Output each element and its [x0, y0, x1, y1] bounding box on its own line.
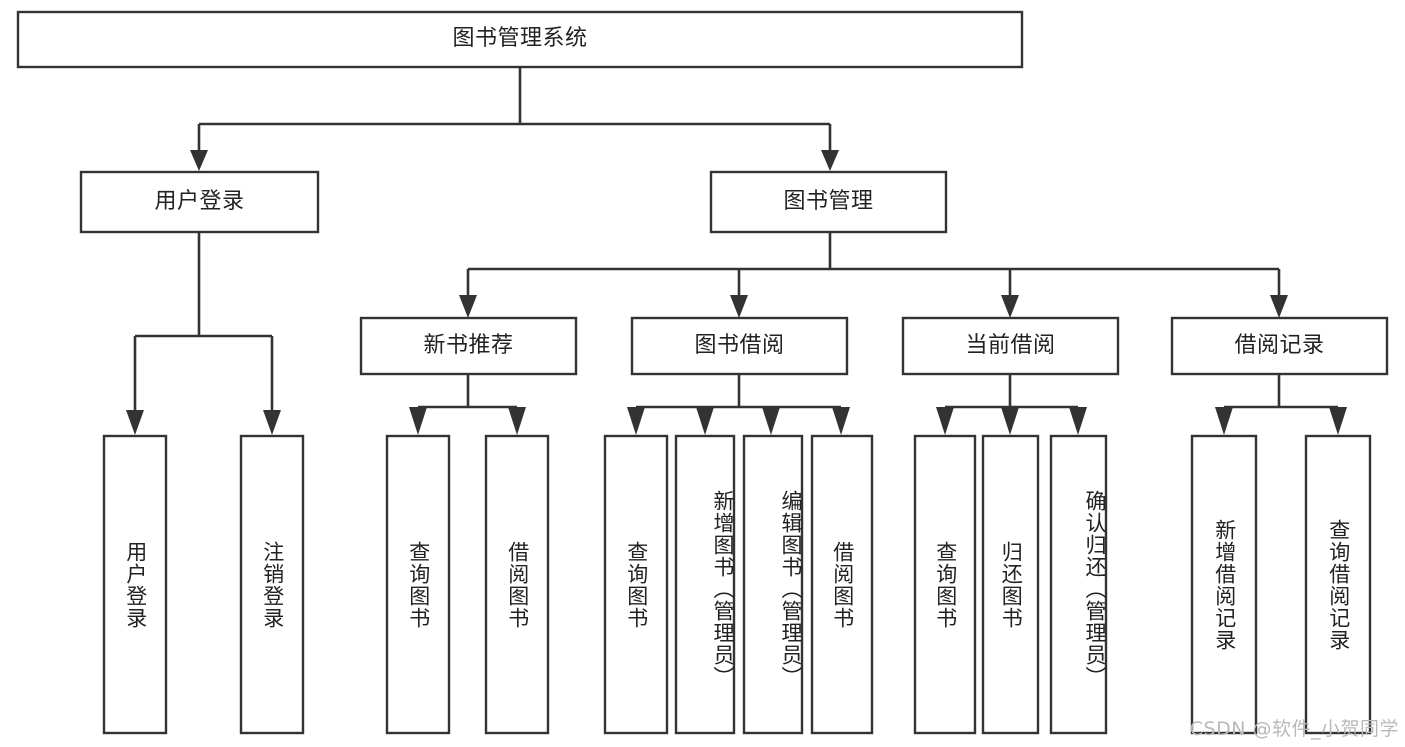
- node-box-leaf-bb-query[interactable]: [603, 434, 669, 735]
- node-box-leaf-br-query[interactable]: [1304, 434, 1372, 735]
- connector-group-bookmgmt: [459, 232, 1288, 318]
- arrow-head-borrowrecord-l1: [1215, 407, 1233, 435]
- node-box-leaf-nb-query[interactable]: [385, 434, 451, 735]
- arrow-head-newbook-l1: [409, 407, 427, 435]
- arrow-head-userlogin-leaf2: [263, 410, 281, 435]
- connector-group-bookborrow: [627, 375, 850, 435]
- connector-group-root: [190, 67, 839, 171]
- node-box-leaf-bb-borrow[interactable]: [810, 434, 874, 735]
- arrow-head-bookborrow-l3: [762, 407, 780, 435]
- node-box-current-borrow[interactable]: [901, 316, 1120, 376]
- node-box-leaf-cb-query[interactable]: [913, 434, 977, 735]
- node-box-user-login[interactable]: [79, 170, 320, 234]
- node-box-leaf-user-login[interactable]: [102, 434, 168, 735]
- node-box-leaf-nb-borrow[interactable]: [484, 434, 550, 735]
- node-box-leaf-cb-confirm[interactable]: [1049, 434, 1108, 735]
- arrow-head-currentborrow-l3: [1069, 407, 1087, 435]
- arrow-head-userlogin-leaf1: [126, 410, 144, 435]
- node-box-new-book-recommend[interactable]: [359, 316, 578, 376]
- arrow-head-bookborrow-l1: [627, 407, 645, 435]
- arrow-head-bookborrow-l2: [696, 407, 714, 435]
- node-box-leaf-bb-add[interactable]: [674, 434, 736, 735]
- arrow-head-newbook-l2: [508, 407, 526, 435]
- connector-group-borrowrecord: [1215, 375, 1347, 435]
- arrow-head-borrowrecord: [1270, 295, 1288, 318]
- node-box-borrow-record[interactable]: [1170, 316, 1389, 376]
- arrow-head-bookborrow: [730, 295, 748, 318]
- node-box-book-borrow[interactable]: [630, 316, 849, 376]
- node-box-leaf-logout[interactable]: [239, 434, 305, 735]
- connector-group-newbook: [409, 375, 526, 435]
- node-box-root[interactable]: [16, 10, 1024, 69]
- arrow-head-bookmgmt: [821, 150, 839, 171]
- arrow-head-bookborrow-l4: [832, 407, 850, 435]
- arrow-head-newbook: [459, 295, 477, 318]
- node-box-leaf-bb-edit[interactable]: [742, 434, 804, 735]
- arrow-head-borrowrecord-l2: [1329, 407, 1347, 435]
- connector-group-userlogin: [126, 232, 281, 435]
- arrow-head-currentborrow: [1001, 295, 1019, 318]
- node-box-leaf-br-add[interactable]: [1190, 434, 1258, 735]
- node-box-leaf-cb-return[interactable]: [981, 434, 1040, 735]
- arrow-head-currentborrow-l1: [936, 407, 954, 435]
- node-box-book-management[interactable]: [709, 170, 948, 234]
- arrow-head-currentborrow-l2: [1001, 407, 1019, 435]
- arrow-head-userlogin: [190, 150, 208, 171]
- connector-group-currentborrow: [936, 375, 1087, 435]
